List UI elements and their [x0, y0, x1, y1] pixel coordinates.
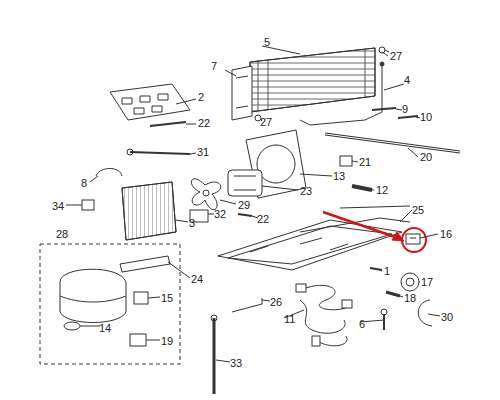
callout-number: 7: [211, 60, 217, 72]
callout-number: 27: [260, 116, 272, 128]
callout-number: 11: [284, 313, 295, 325]
callout-number: 21: [359, 156, 371, 168]
callout-number: 19: [161, 335, 173, 347]
callout-number: 24: [191, 273, 203, 285]
callout-number: 16: [440, 228, 452, 240]
callout-number: 27: [390, 50, 402, 62]
callout-number: 13: [333, 170, 345, 182]
callout-number: 22: [198, 117, 210, 129]
callout-number: 17: [421, 276, 433, 288]
callout-number: 25: [412, 204, 424, 216]
callout-number: 5: [264, 36, 270, 48]
callout-number: 34: [52, 200, 64, 212]
callout-number: 8: [81, 177, 87, 189]
callout-number: 23: [300, 185, 312, 197]
callout-number: 9: [402, 103, 408, 115]
callout-number: 31: [197, 146, 209, 158]
callout-number: 29: [238, 199, 250, 211]
callout-number: 10: [420, 111, 432, 123]
callout-number: 30: [441, 311, 453, 323]
callout-number: 18: [404, 292, 416, 304]
callout-number: 32: [214, 208, 226, 220]
callout-number: 2: [198, 91, 204, 103]
callout-number: 14: [99, 322, 111, 334]
callout-number: 28: [56, 228, 68, 240]
callout-number: 4: [404, 74, 410, 86]
callout-number: 6: [359, 318, 365, 330]
callout-number: 15: [161, 292, 173, 304]
callout-number: 3: [189, 217, 195, 229]
callout-number: 33: [230, 357, 242, 369]
callout-number: 22: [257, 213, 269, 225]
callout-number: 12: [376, 184, 388, 196]
callout-number: 1: [384, 265, 390, 277]
callout-number: 26: [270, 296, 282, 308]
callout-number: 20: [420, 151, 432, 163]
